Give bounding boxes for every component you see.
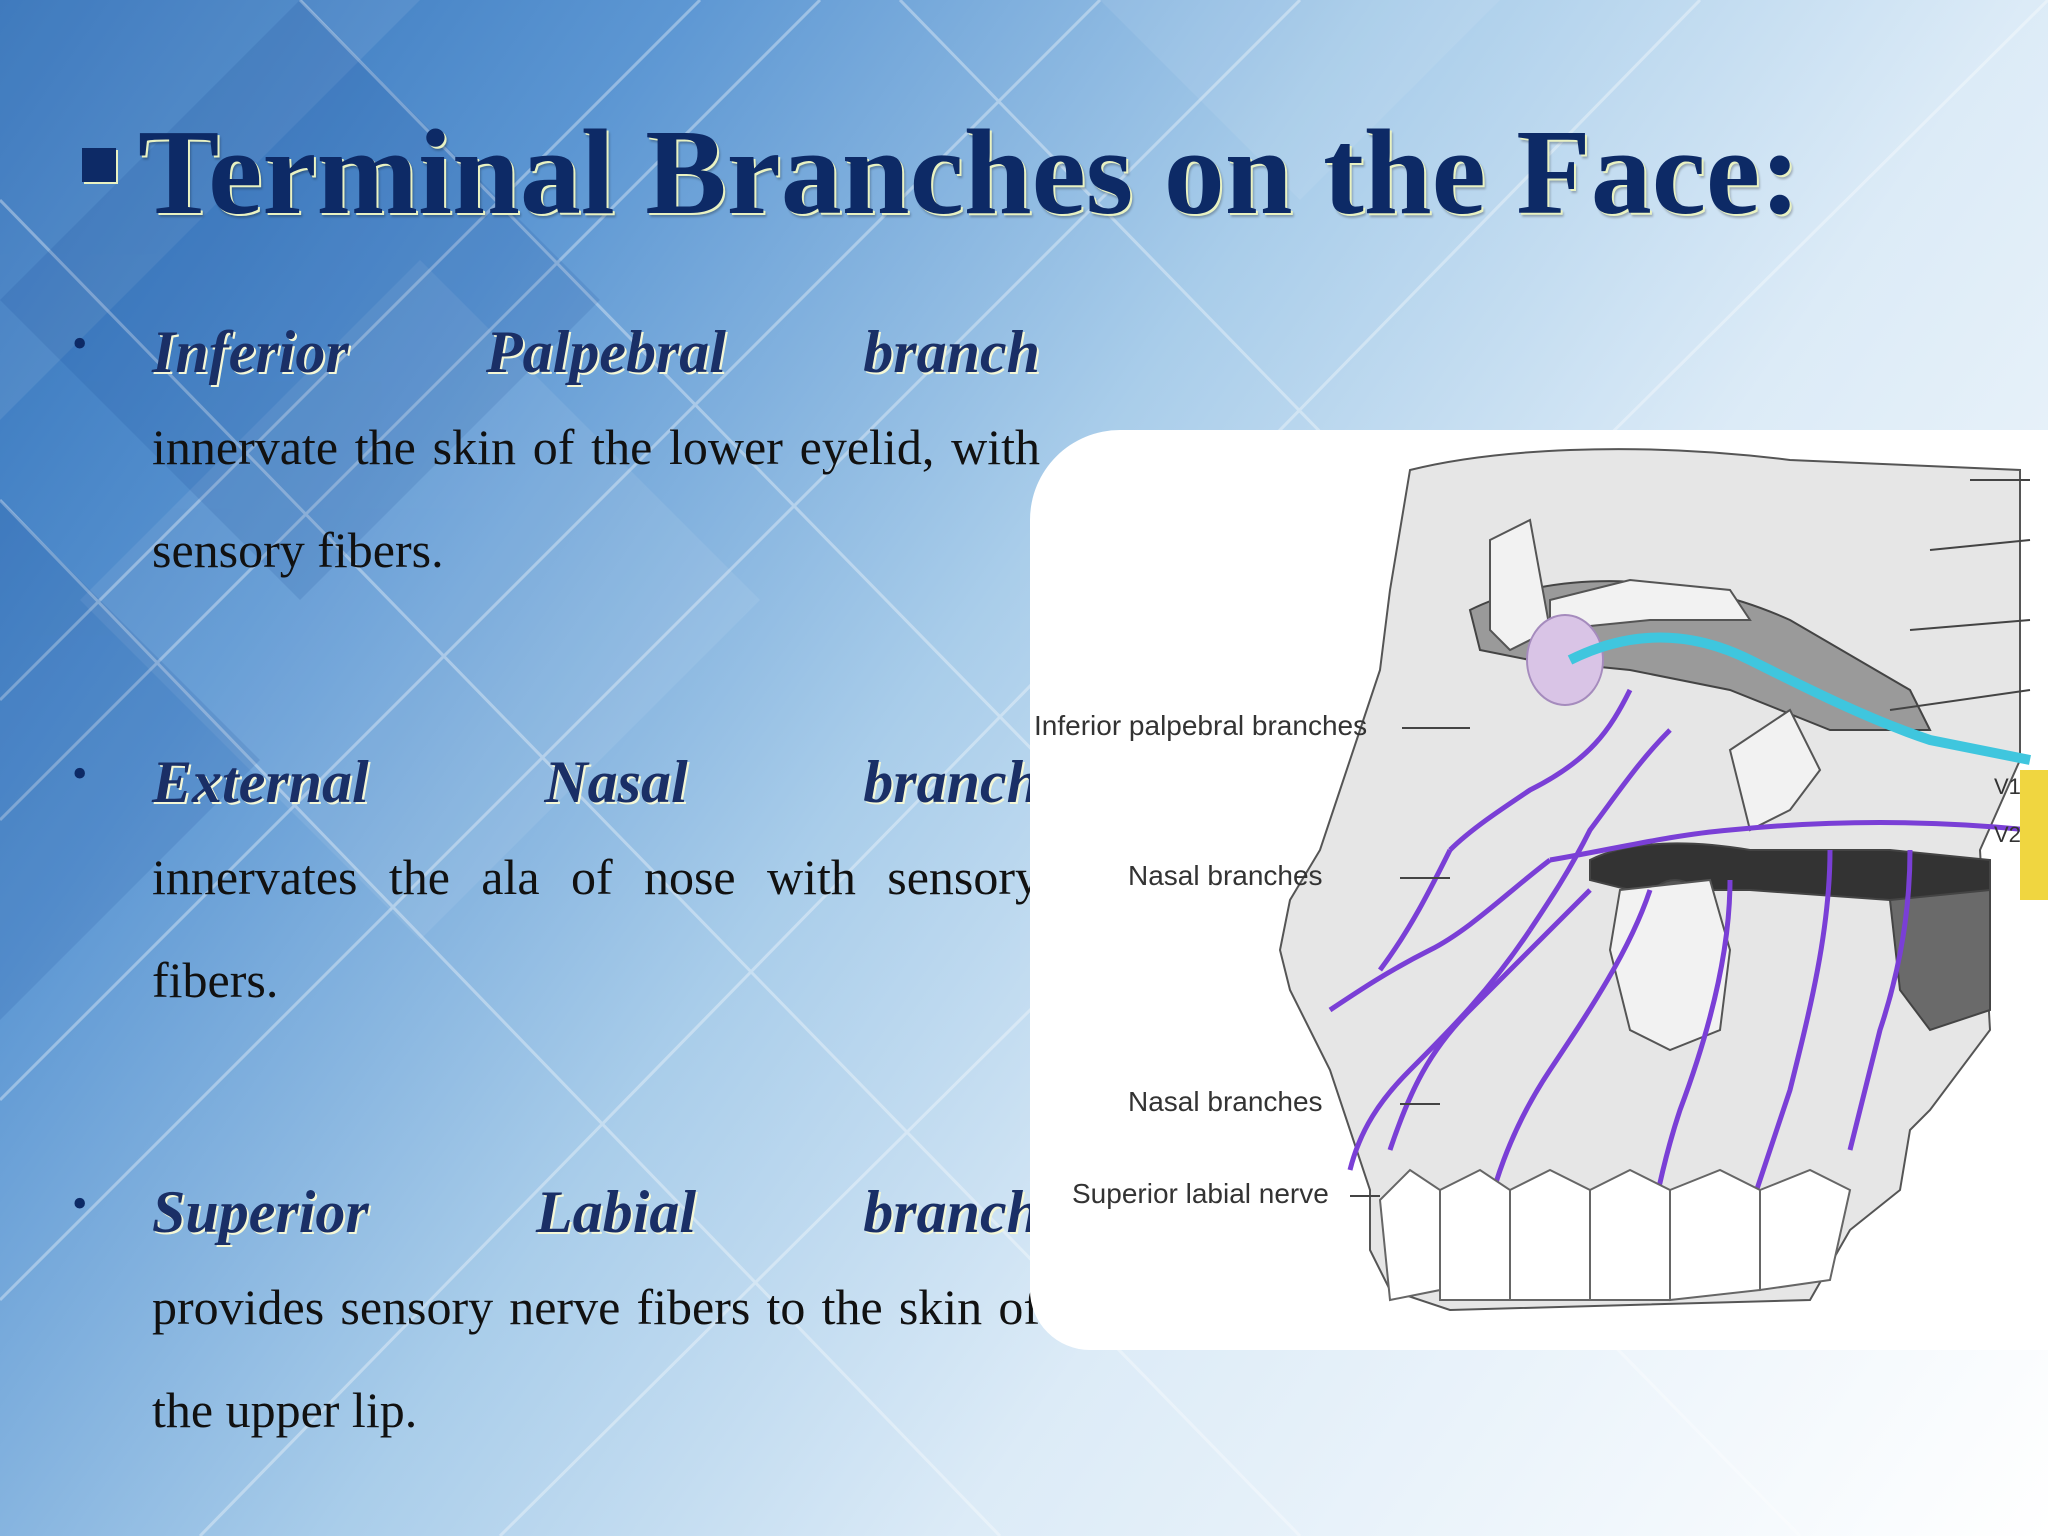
label-inferior-palpebral: Inferior palpebral branches: [1034, 710, 1368, 741]
bullet-body: provides sensory nerve fibers to the ski…: [152, 1279, 1040, 1438]
slide-title-text: Terminal Branches on the Face:: [138, 105, 1801, 240]
bullet-heading: Inferior Palpebral branch: [152, 319, 1040, 385]
bullet-body: innervate the skin of the lower eyelid, …: [152, 419, 1040, 578]
bullet-dot-icon: •: [72, 319, 88, 368]
bullet-body: innervates the ala of nose with sensory …: [152, 849, 1040, 1008]
bullet-item-external-nasal: • External Nasal branch innervates the a…: [72, 744, 1040, 1032]
label-v1: V1: [1994, 774, 2021, 799]
label-nasal-branches-2: Nasal branches: [1128, 1086, 1323, 1117]
bullet-dot-icon: •: [72, 1179, 88, 1228]
anatomy-figure-panel: Inferior palpebral branches Nasal branch…: [1030, 430, 2048, 1350]
label-superior-labial: Superior labial nerve: [1072, 1178, 1329, 1209]
title-bullet-icon: [82, 148, 116, 182]
label-nasal-branches-1: Nasal branches: [1128, 860, 1323, 891]
bullet-heading: External Nasal branch: [152, 749, 1040, 815]
bullet-item-inferior-palpebral: • Inferior Palpebral branch innervate th…: [72, 314, 1040, 602]
bullet-heading: Superior Labial branch: [152, 1179, 1040, 1245]
skull-nerve-illustration: [1278, 448, 2048, 1312]
bullet-item-superior-labial: • Superior Labial branch provides sensor…: [72, 1174, 1040, 1462]
slide-title: Terminal Branches on the Face:: [82, 112, 1801, 234]
bullet-dot-icon: •: [72, 749, 88, 798]
label-v2: V2: [1994, 822, 2021, 847]
